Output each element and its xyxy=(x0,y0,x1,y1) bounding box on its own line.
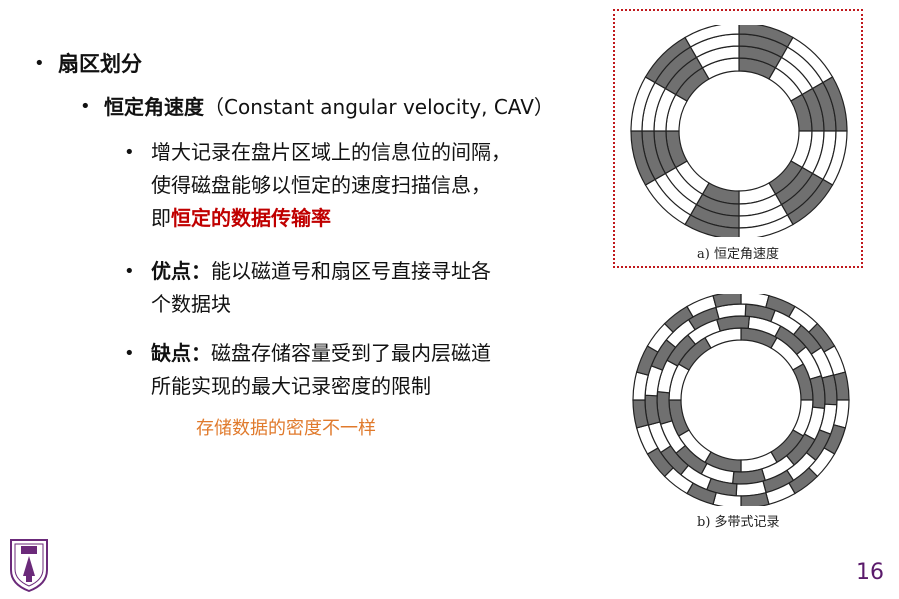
zbr-sectors xyxy=(632,294,850,506)
text-line: 所能实现的最大记录密度的限制 xyxy=(151,374,431,398)
cav-disk-figure xyxy=(630,25,848,237)
text-prefix: 即 xyxy=(151,206,171,230)
cav-caption: a) 恒定角速度 xyxy=(697,247,779,262)
highlight-frame xyxy=(613,9,863,268)
disadvantage-text: 磁盘存储容量受到了最内层磁道 xyxy=(211,341,491,365)
item-disadvantage: 缺点：磁盘存储容量受到了最内层磁道 所能实现的最大记录密度的限制 xyxy=(151,337,491,403)
page-number: 16 xyxy=(856,560,884,585)
text-line: 增大记录在盘片区域上的信息位的间隔， xyxy=(151,140,511,164)
highlight-text: 恒定的数据传输率 xyxy=(171,206,331,230)
text-line: 个数据块 xyxy=(151,292,231,316)
advantage-text: 能以磁道号和扇区号直接寻址各 xyxy=(211,259,491,283)
text-line: 优点：能以磁道号和扇区号直接寻址各 xyxy=(151,255,491,288)
text-line: 使得磁盘能够以恒定的速度扫描信息， xyxy=(151,173,491,197)
sector xyxy=(684,25,740,48)
bullet-marker: • xyxy=(80,96,91,117)
bullet-marker: • xyxy=(124,343,135,364)
annotation-note: 存储数据的密度不一样 xyxy=(196,418,376,439)
zbr-disk-figure xyxy=(632,294,850,506)
item-cav-description: 增大记录在盘片区域上的信息位的间隔， 使得磁盘能够以恒定的速度扫描信息， 即恒定… xyxy=(151,136,511,235)
level2-rest: （Constant angular velocity, CAV） xyxy=(204,95,554,119)
text-line: 缺点：磁盘存储容量受到了最内层磁道 xyxy=(151,337,491,370)
level2-bold: 恒定角速度 xyxy=(104,95,204,119)
advantage-label: 优点： xyxy=(151,259,211,283)
bullet-marker: • xyxy=(34,53,45,74)
zbr-caption: b) 多带式记录 xyxy=(697,515,780,530)
level1-heading: 扇区划分 xyxy=(58,52,142,76)
bullet-marker: • xyxy=(124,142,135,163)
level2-heading: 恒定角速度（Constant angular velocity, CAV） xyxy=(104,93,554,121)
bullet-marker: • xyxy=(124,261,135,282)
sector xyxy=(712,294,742,309)
university-logo xyxy=(10,539,48,592)
disadvantage-label: 缺点： xyxy=(151,341,211,365)
item-advantage: 优点：能以磁道号和扇区号直接寻址各 个数据块 xyxy=(151,255,491,321)
text-line: 即恒定的数据传输率 xyxy=(151,202,511,235)
cav-sectors xyxy=(630,25,848,237)
